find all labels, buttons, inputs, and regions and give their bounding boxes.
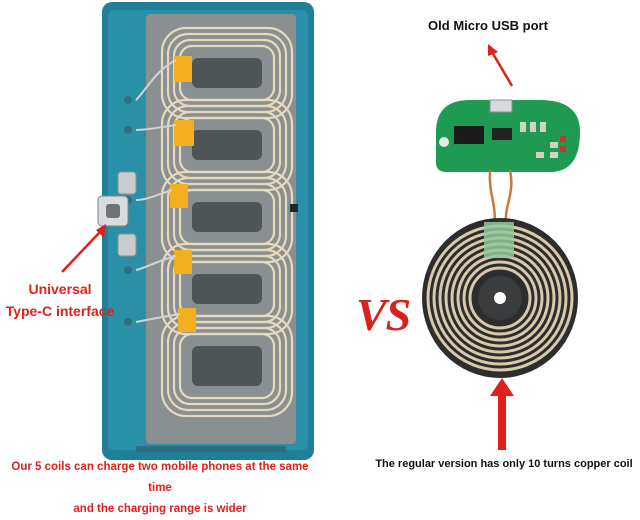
- arrow-to-coil: [488, 378, 516, 450]
- left-caption: Our 5 coils can charge two mobile phones…: [0, 457, 320, 520]
- arrow-to-type-c: [56, 220, 116, 276]
- type-c-label-line2: Type-C interface: [5, 303, 115, 319]
- type-c-label: Universal Type-C interface: [0, 278, 120, 322]
- left-caption-line2: and the charging range is wider: [73, 503, 247, 515]
- type-c-label-line1: Universal: [28, 281, 92, 297]
- port-label: Old Micro USB port: [428, 18, 548, 33]
- left-caption-line1: Our 5 coils can charge two mobile phones…: [11, 461, 309, 494]
- five-coil-board: [96, 0, 318, 462]
- right-caption: The regular version has only 10 turns co…: [375, 458, 633, 470]
- arrow-to-port: [484, 40, 524, 90]
- single-copper-coil: [420, 214, 580, 380]
- vs-text: VS: [356, 289, 411, 340]
- micro-usb-pcb: [430, 92, 582, 178]
- micro-usb-port: [489, 99, 513, 113]
